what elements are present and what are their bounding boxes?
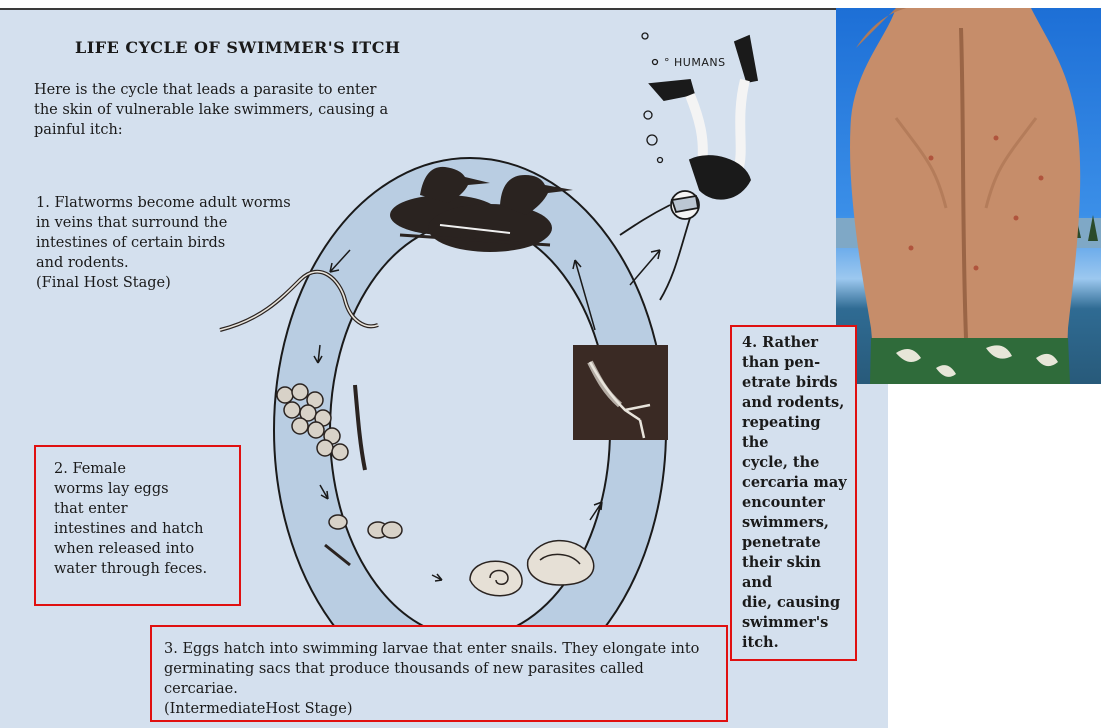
- step-1-line: (Final Host Stage): [36, 273, 336, 293]
- step-3-line: (IntermediateHost Stage): [164, 699, 716, 719]
- step-2-line: worms lay eggs: [54, 479, 229, 499]
- step-4-line: their skin and: [742, 553, 851, 593]
- step-4-line: 4. Rather: [742, 333, 851, 353]
- step-1-line: and rodents.: [36, 253, 336, 273]
- step-4-line: than pen-: [742, 353, 851, 373]
- step-2-highlight-box: 2. Female worms lay eggs that enter inte…: [34, 445, 241, 606]
- step-4-line: swimmer's: [742, 613, 851, 633]
- step-4-line: penetrate: [742, 533, 851, 553]
- step-4-highlight-box: 4. Rather than pen- etrate birds and rod…: [730, 325, 857, 661]
- step-2-line: when released into: [54, 539, 229, 559]
- snorkel-diver-icon: [620, 36, 757, 300]
- step-4-line: itch.: [742, 633, 851, 653]
- diagram-intro: Here is the cycle that leads a parasite …: [34, 80, 394, 140]
- step-1-text: 1. Flatworms become adult worms in veins…: [36, 193, 336, 293]
- step-2-line: water through feces.: [54, 559, 229, 579]
- step-2-line: 2. Female: [54, 459, 229, 479]
- step-4-line: swimmers,: [742, 513, 851, 533]
- humans-label-text: HUMANS: [674, 56, 726, 69]
- step-2-line: intestines and hatch: [54, 519, 229, 539]
- step-4-line: etrate birds: [742, 373, 851, 393]
- step-1-line: in veins that surround the: [36, 213, 336, 233]
- step-4-line: cercaria may: [742, 473, 851, 493]
- step-1-line: intestines of certain birds: [36, 233, 336, 253]
- step-4-line: cycle, the: [742, 453, 851, 473]
- cercaria-panel-icon: [573, 345, 668, 440]
- humans-label: ° HUMANS: [664, 56, 726, 69]
- step-3-line: germinating sacs that produce thousands …: [164, 659, 716, 699]
- step-1-line: 1. Flatworms become adult worms: [36, 193, 336, 213]
- step-4-line: die, causing: [742, 593, 851, 613]
- step-4-line: encounter: [742, 493, 851, 513]
- step-2-line: that enter: [54, 499, 229, 519]
- step-3-line: 3. Eggs hatch into swimming larvae that …: [164, 639, 716, 659]
- step-3-highlight-box: 3. Eggs hatch into swimming larvae that …: [150, 625, 728, 722]
- bubbles-icon: [642, 33, 663, 163]
- step-4-line: and rodents,: [742, 393, 851, 413]
- diagram-title: LIFE CYCLE OF SWIMMER'S ITCH: [75, 38, 401, 57]
- bubble-glyph: °: [664, 56, 674, 69]
- step-4-line: repeating the: [742, 413, 851, 453]
